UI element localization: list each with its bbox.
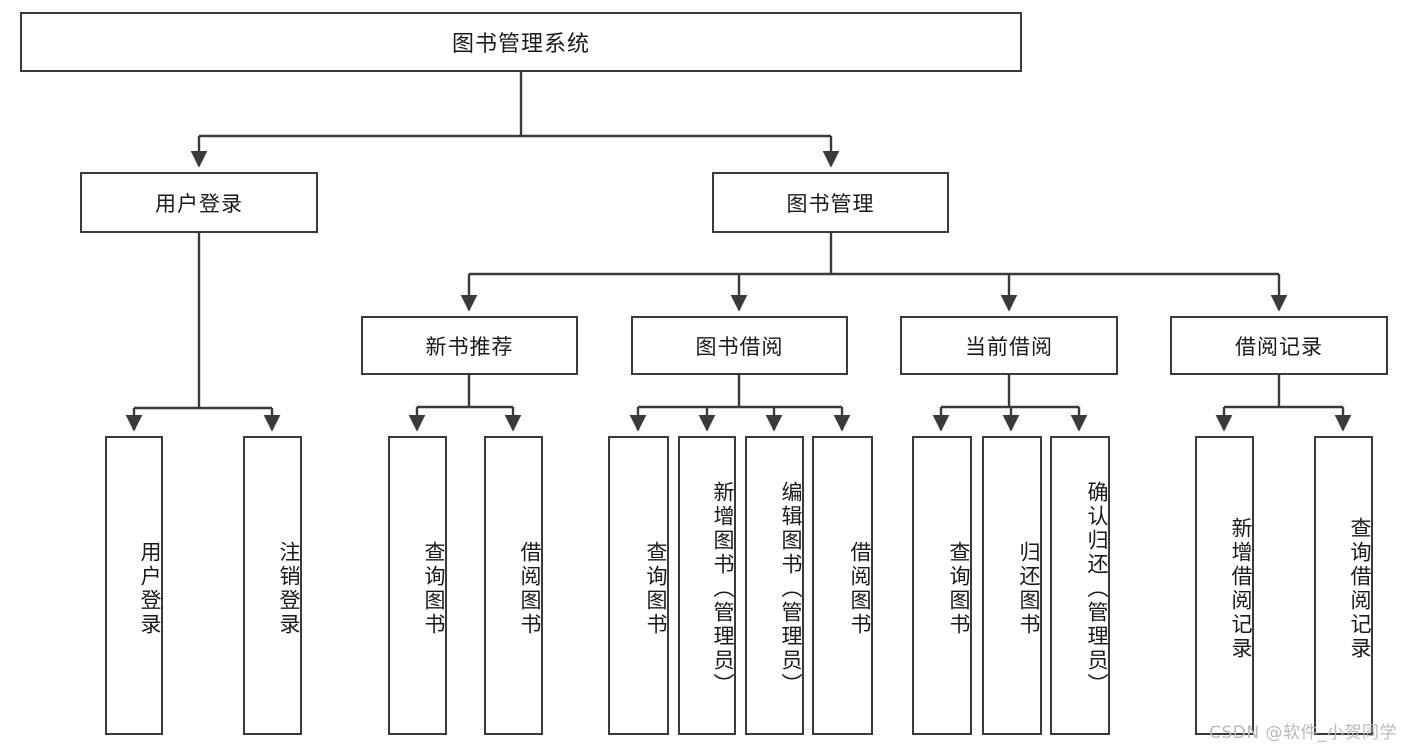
node-label: 图书管理系统 xyxy=(451,32,590,57)
node-label: 图书借阅 xyxy=(695,334,784,359)
node-label: 图书管理 xyxy=(786,191,875,216)
leaf-borrow-book-recommend[interactable]: 借阅图书 xyxy=(484,436,543,735)
node-user-login[interactable]: 用户登录 xyxy=(80,172,318,233)
leaf-add-borrow-record[interactable]: 新增借阅记录 xyxy=(1195,436,1254,735)
node-borrow-record[interactable]: 借阅记录 xyxy=(1170,316,1388,375)
node-label: 新增借阅记录 xyxy=(1229,516,1253,661)
node-root-system[interactable]: 图书管理系统 xyxy=(20,12,1022,72)
node-label: 归还图书 xyxy=(1017,540,1041,637)
node-label: 新增图书（管理员） xyxy=(711,480,735,697)
node-label: 借阅图书 xyxy=(848,540,872,637)
node-label: 查询图书 xyxy=(644,540,668,637)
node-label: 借阅记录 xyxy=(1235,334,1323,359)
leaf-query-borrow-record[interactable]: 查询借阅记录 xyxy=(1314,436,1373,735)
node-new-book-recommend[interactable]: 新书推荐 xyxy=(361,316,578,375)
node-label: 借阅图书 xyxy=(518,540,542,637)
node-book-borrow[interactable]: 图书借阅 xyxy=(631,316,848,375)
leaf-query-book-recommend[interactable]: 查询图书 xyxy=(388,436,447,735)
node-label: 当前借阅 xyxy=(965,334,1053,359)
node-label: 注销登录 xyxy=(277,540,301,637)
node-current-borrow[interactable]: 当前借阅 xyxy=(900,316,1118,375)
node-label: 用户登录 xyxy=(155,191,243,216)
leaf-edit-book-admin[interactable]: 编辑图书（管理员） xyxy=(745,436,804,735)
node-book-management[interactable]: 图书管理 xyxy=(712,172,949,233)
node-label: 编辑图书（管理员） xyxy=(779,480,803,697)
node-label: 查询图书 xyxy=(422,540,446,637)
leaf-borrow-book[interactable]: 借阅图书 xyxy=(812,436,873,735)
leaf-user-login[interactable]: 用户登录 xyxy=(105,436,163,735)
leaf-logout[interactable]: 注销登录 xyxy=(243,436,302,735)
leaf-query-book-borrow[interactable]: 查询图书 xyxy=(608,436,669,735)
leaf-query-book-current[interactable]: 查询图书 xyxy=(912,436,972,735)
node-label: 查询借阅记录 xyxy=(1348,516,1372,661)
node-label: 新书推荐 xyxy=(425,334,514,359)
leaf-return-book[interactable]: 归还图书 xyxy=(982,436,1042,735)
leaf-confirm-return-admin[interactable]: 确认归还（管理员） xyxy=(1050,436,1110,735)
node-label: 用户登录 xyxy=(138,540,162,637)
node-label: 确认归还（管理员） xyxy=(1085,480,1109,697)
leaf-add-book-admin[interactable]: 新增图书（管理员） xyxy=(678,436,736,735)
node-label: 查询图书 xyxy=(947,540,971,637)
